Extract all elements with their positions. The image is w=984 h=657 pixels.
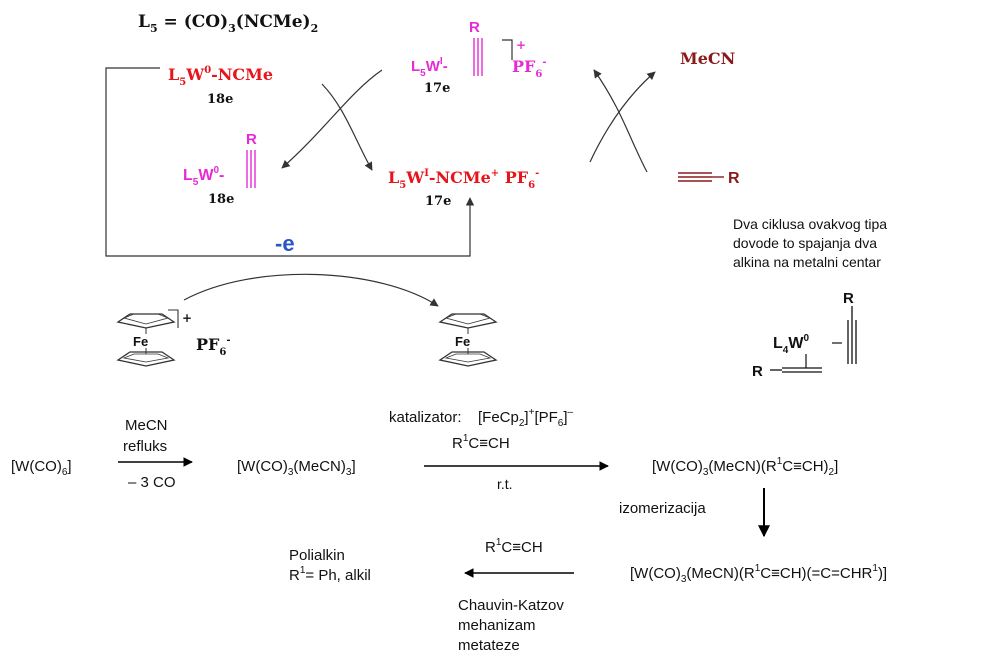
- step1-solvent: MeCN: [125, 417, 168, 434]
- cross-arrow-left-a: [321, 83, 373, 171]
- product-1: [W(CO)3(MeCN)3]: [237, 458, 356, 478]
- svg-text:Fe: Fe: [133, 334, 148, 349]
- bis-alkyne-complex: L4W0 R R: [752, 290, 857, 380]
- mechanism-line-2: mehanizam: [458, 617, 536, 634]
- wi-alkyne-cation: L5WI- R + PF6-: [411, 19, 547, 80]
- svg-text:R: R: [469, 19, 480, 36]
- label-18e-w0-alkyne: 18e: [208, 192, 234, 207]
- product-2: [W(CO)3(MeCN)(R1C≡CH)2]: [652, 456, 838, 478]
- ferrocenium-structure: Fe + PF6-: [116, 309, 231, 367]
- isomerization-label: izomerizacija: [619, 500, 706, 517]
- polymer-substituents: R1= Ph, alkil: [289, 565, 371, 584]
- svg-text:PF6-: PF6-: [196, 335, 231, 358]
- wi-ncme-cation: L5WI-NCMe+ PF6-: [388, 168, 539, 191]
- electron-label: -e: [275, 231, 295, 256]
- svg-text:+: +: [182, 311, 192, 325]
- reagent-alkyne: R1C≡CH: [452, 433, 510, 452]
- ferrocene-structure: Fe: [438, 313, 498, 367]
- cross-arrow-right-a: [593, 69, 648, 173]
- polymer-label: Polialkin: [289, 547, 345, 564]
- svg-text:R: R: [843, 290, 854, 307]
- note-line-2: dovode to spajanja dva: [733, 235, 877, 251]
- svg-text:L5W0-: L5W0-: [183, 165, 224, 188]
- svg-text:L5WI-: L5WI-: [411, 56, 448, 79]
- mechanism-line-3: metateze: [458, 637, 520, 654]
- svg-text:PF6-: PF6-: [512, 57, 547, 80]
- electron-transfer-path: [105, 67, 475, 257]
- w0-alkyne-complex: L5W0- R: [183, 131, 257, 188]
- catalyst-label: katalizator:: [389, 409, 462, 426]
- note-line-3: alkina na metalni centar: [733, 254, 881, 270]
- cross-arrow-right-b: [589, 71, 656, 163]
- w0-ncme-complex: L5W0-NCMe: [168, 65, 273, 88]
- step1-byproduct: – 3 CO: [128, 474, 176, 491]
- ligand-definition: L5 = (CO)3(NCMe)2: [138, 12, 318, 35]
- reagent-alkyne-2: R1C≡CH: [485, 537, 543, 556]
- svg-text:R: R: [246, 131, 257, 148]
- free-alkyne: R: [678, 170, 740, 187]
- svg-text:Fe: Fe: [455, 334, 470, 349]
- label-18e-w0-ncme: 18e: [207, 92, 233, 107]
- ferrocene-arrow: [183, 273, 439, 307]
- svg-text:+: +: [516, 38, 526, 52]
- cross-arrow-left-b: [281, 69, 383, 169]
- step1-condition: refluks: [123, 438, 167, 455]
- svg-text:L4W0: L4W0: [773, 333, 809, 356]
- product-3: [W(CO)3(MeCN)(R1C≡CH)(=C=CHR1)]: [630, 563, 887, 585]
- svg-text:R: R: [752, 363, 763, 380]
- catalyst-formula: [FeCp2]+[PF6]–: [478, 407, 574, 429]
- mechanism-line-1: Chauvin-Katzov: [458, 597, 564, 614]
- note-line-1: Dva ciklusa ovakvog tipa: [733, 216, 887, 232]
- step2-condition: r.t.: [497, 476, 513, 492]
- label-17e-wi-ncme: 17e: [425, 194, 451, 209]
- mecn-label: MeCN: [680, 49, 735, 68]
- start-compound: [W(CO)6]: [11, 458, 72, 478]
- svg-text:R: R: [728, 170, 740, 187]
- label-17e-wi-alkyne: 17e: [424, 81, 450, 96]
